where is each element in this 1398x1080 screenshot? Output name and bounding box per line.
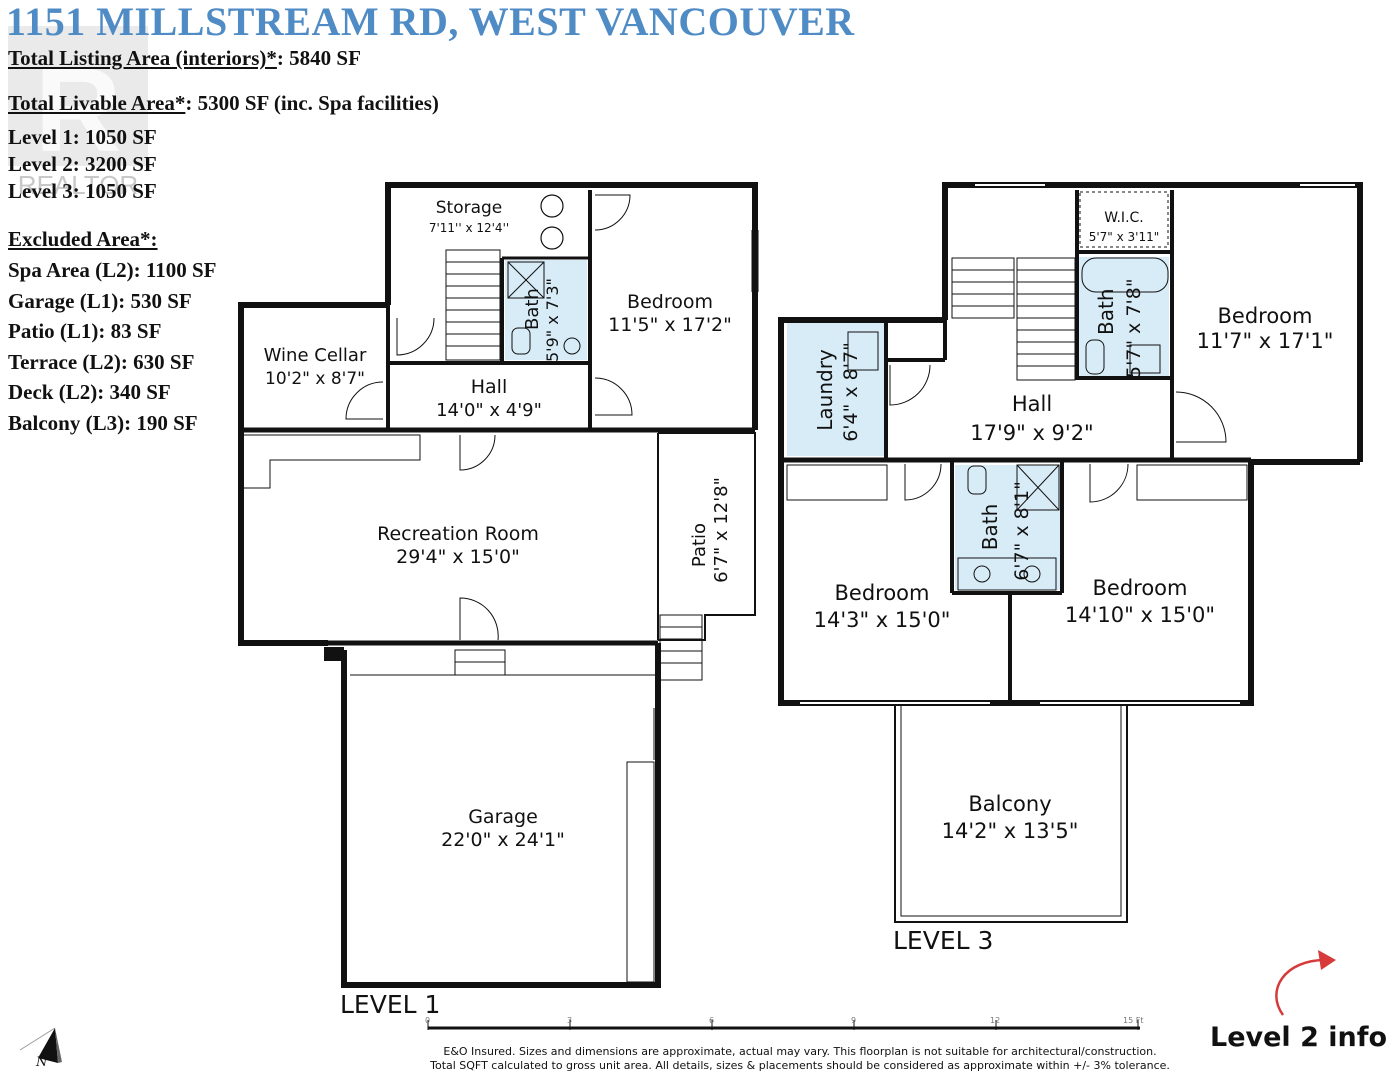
room-name: Balcony [968, 792, 1051, 816]
room-dim: 5'7" x 3'11" [1089, 230, 1160, 244]
excluded-area-item: Garage (L1): 530 SF [8, 289, 192, 313]
excluded-area-item: Spa Area (L2): 1100 SF [8, 258, 217, 282]
room-dim: 10'2" x 8'7" [265, 369, 365, 389]
excluded-area-item: Balcony (L3): 190 SF [8, 411, 198, 435]
room-dim: 14'10" x 15'0" [1065, 603, 1215, 627]
scale-tick: 3 [567, 1016, 573, 1025]
room-dim: 5'7" x 7'8" [1123, 278, 1145, 378]
room-name: Bedroom [835, 581, 930, 605]
excluded-area-heading: Excluded Area*: [8, 227, 158, 251]
room-name: Bedroom [627, 291, 713, 313]
svg-text:N: N [35, 1055, 48, 1070]
disclaimer: E&O Insured. Sizes and dimensions are ap… [410, 1045, 1190, 1073]
room-dim: 11'7" x 17'1" [1197, 329, 1334, 353]
room-name: Bedroom [1218, 304, 1313, 328]
room-name: Storage [436, 198, 503, 218]
room-dim: 29'4" x 15'0" [396, 546, 520, 568]
level1-plan [238, 182, 759, 988]
realtor-watermark: R REALTOR [8, 26, 148, 196]
room-name: Recreation Room [377, 523, 539, 545]
room-name: Wine Cellar [264, 345, 367, 366]
level-1-label: LEVEL 1 [340, 990, 441, 1019]
room-name: Hall [1012, 392, 1052, 416]
room-dim: 14'2" x 13'5" [942, 819, 1079, 843]
total-livable-area: Total Livable Area*: 5300 SF (inc. Spa f… [8, 91, 439, 115]
scale-tick: 12 [990, 1016, 1001, 1025]
disclaimer-line: E&O Insured. Sizes and dimensions are ap… [443, 1045, 1157, 1058]
room-dim: 6'7" x 8'1" [1011, 481, 1033, 581]
room-name: W.I.C. [1104, 210, 1144, 226]
room-dim: 22'0" x 24'1" [441, 829, 565, 851]
room-dim: 11'5" x 17'2" [608, 314, 732, 336]
excluded-area-item: Terrace (L2): 630 SF [8, 350, 195, 374]
total-listing-area: Total Listing Area (interiors)*: 5840 SF [8, 46, 361, 70]
room-name: Bath [1094, 289, 1118, 336]
curved-arrow-icon [1275, 958, 1326, 1016]
room-dim: 5'9" x 7'3" [543, 278, 562, 362]
room-dim: 14'0" x 4'9" [436, 400, 542, 421]
room-name: Hall [471, 376, 508, 398]
excluded-area-item: Patio (L1): 83 SF [8, 319, 162, 343]
compass-icon: N [19, 1027, 62, 1070]
property-title: 1151 MILLSTREAM RD, WEST VANCOUVER [6, 0, 855, 44]
level3-plan [778, 182, 1363, 923]
room-dim: 17'9" x 9'2" [970, 421, 1093, 445]
level-area: Level 2: 3200 SF [8, 152, 157, 176]
excluded-area-item: Deck (L2): 340 SF [8, 380, 171, 404]
room-dim: 14'3" x 15'0" [814, 608, 951, 632]
svg-text:R: R [35, 43, 122, 177]
room-name: Garage [468, 806, 538, 828]
room-name: Bath [978, 504, 1002, 551]
scale-tick: 6 [709, 1016, 715, 1025]
level-area: Level 3: 1050 SF [8, 179, 157, 203]
level-3-label: LEVEL 3 [893, 926, 994, 955]
room-name: Patio [689, 523, 710, 567]
scale-tick: 9 [851, 1016, 857, 1025]
room-name: Bath [522, 288, 543, 330]
svg-text:REALTOR: REALTOR [18, 170, 138, 196]
scale-tick: 15 Ft [1123, 1016, 1144, 1025]
room-name: Laundry [813, 349, 837, 431]
room-dim: 6'4" x 8'7" [840, 342, 862, 442]
scale-tick: 0 [425, 1016, 431, 1025]
arrow-head-icon [1318, 950, 1336, 970]
room-name: Bedroom [1093, 576, 1188, 600]
level-2-info-link[interactable]: Level 2 info [1210, 1022, 1388, 1053]
room-dim: 7'11'' x 12'4'' [429, 221, 509, 235]
disclaimer-line: Total SQFT calculated to gross unit area… [430, 1059, 1170, 1072]
level-area: Level 1: 1050 SF [8, 125, 157, 149]
room-dim: 6'7" x 12'8" [711, 477, 732, 583]
scale-bar [427, 1020, 1140, 1030]
